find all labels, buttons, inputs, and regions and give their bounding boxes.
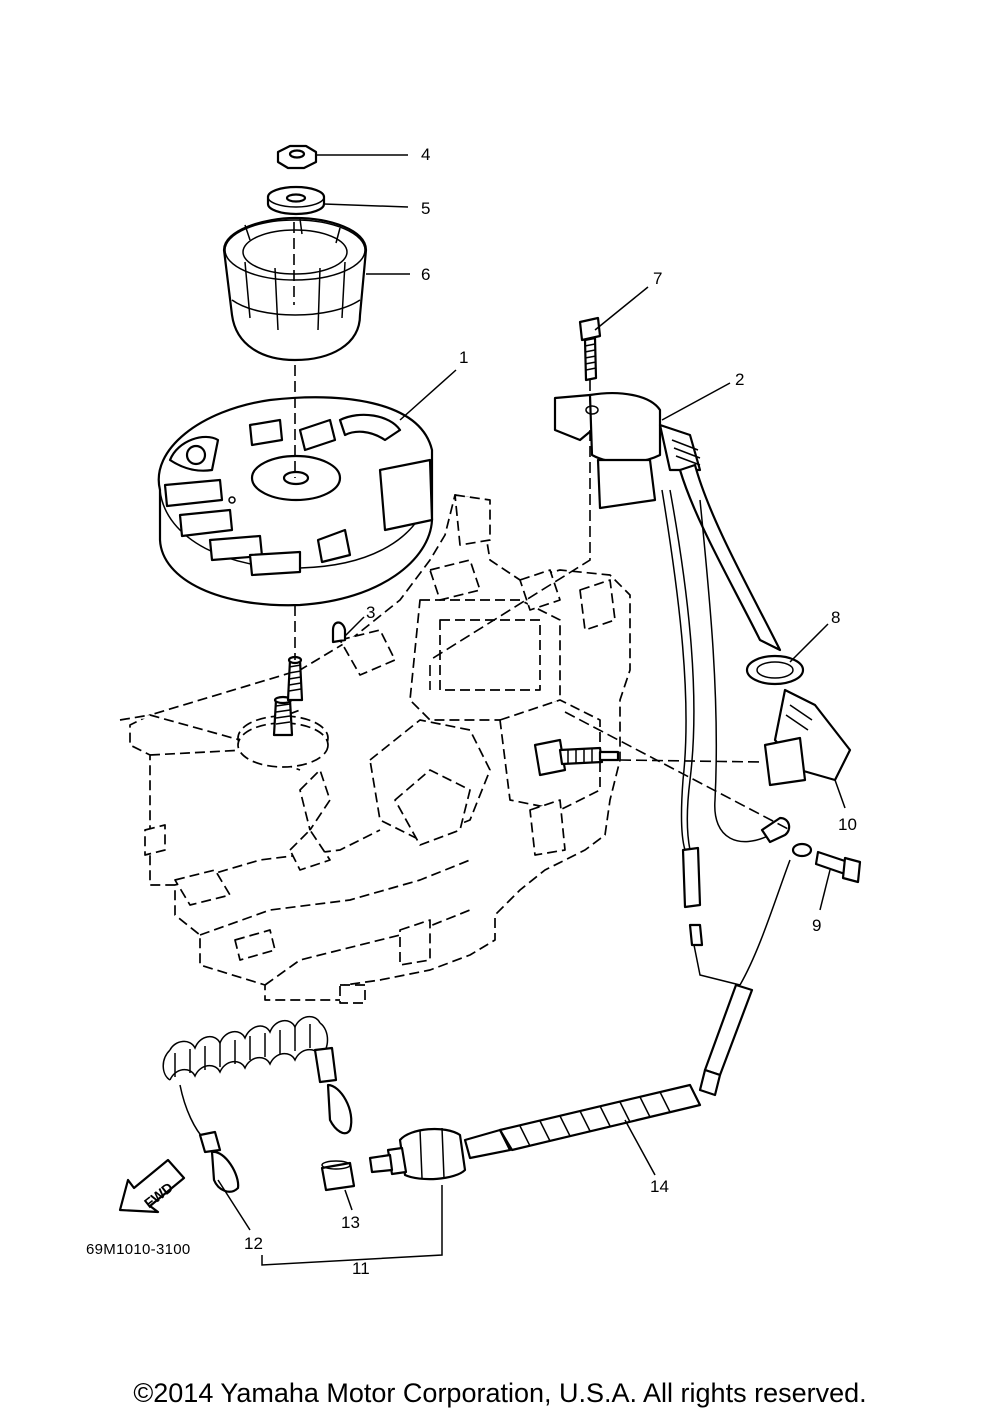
callout-10: 10 bbox=[838, 815, 857, 834]
callout-14: 14 bbox=[650, 1177, 669, 1196]
part-9-bolt bbox=[791, 842, 862, 884]
part-1-flywheel bbox=[157, 396, 434, 607]
part-8-grommet-and-cord bbox=[678, 463, 805, 686]
callout-11: 11 bbox=[352, 1259, 370, 1278]
callout-13: 13 bbox=[341, 1213, 360, 1232]
callout-6: 6 bbox=[421, 265, 430, 284]
callout-9: 9 bbox=[812, 916, 821, 935]
part-14-lead bbox=[463, 859, 791, 1160]
callout-8: 8 bbox=[831, 608, 840, 627]
drawing-code: 69M1010-3100 bbox=[86, 1241, 191, 1258]
part-13-cap bbox=[320, 1160, 356, 1192]
fwd-arrow-icon: FWD bbox=[118, 1158, 186, 1214]
part-7-bolt bbox=[578, 316, 602, 382]
callout-2: 2 bbox=[735, 370, 744, 389]
callout-4: 4 bbox=[421, 145, 430, 164]
leader-lines bbox=[217, 154, 846, 1266]
part-10-plug-cap bbox=[763, 688, 852, 787]
part-2-ignition-coil bbox=[553, 392, 702, 510]
wire-sleeve bbox=[681, 846, 702, 909]
callout-12: 12 bbox=[244, 1234, 263, 1253]
callout-7: 7 bbox=[653, 269, 662, 288]
ground-wire-2 bbox=[661, 489, 687, 851]
callout-3: 3 bbox=[366, 603, 375, 622]
ground-wire-3 bbox=[699, 499, 771, 843]
callout-labels: 4 5 6 7 1 2 3 8 10 9 14 13 12 11 bbox=[244, 145, 857, 1278]
assembly-lines bbox=[293, 222, 791, 831]
ground-wire bbox=[669, 489, 695, 851]
part-3-key bbox=[331, 621, 347, 644]
callout-5: 5 bbox=[421, 199, 430, 218]
callout-1: 1 bbox=[459, 348, 468, 367]
part-5-washer bbox=[266, 185, 326, 216]
part-12-lanyard bbox=[162, 1015, 353, 1193]
part-11-stop-switch bbox=[368, 1127, 467, 1181]
part-6-cup bbox=[222, 216, 368, 362]
copyright-notice: ©2014 Yamaha Motor Corporation, U.S.A. A… bbox=[133, 1378, 867, 1408]
part-4-nut bbox=[276, 144, 318, 170]
ring-terminal bbox=[760, 816, 791, 844]
